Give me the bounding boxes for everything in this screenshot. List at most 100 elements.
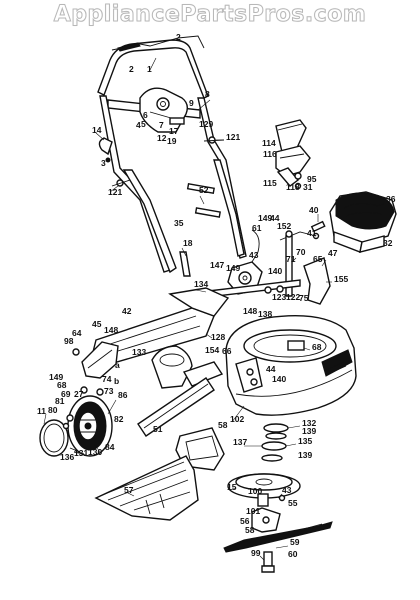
callout-c31: 31 — [303, 182, 313, 192]
callout-c99: 99 — [251, 548, 261, 558]
page-title: AppliancePartsPros.com — [53, 2, 367, 28]
callout-c130: 130 — [88, 447, 102, 457]
callout-c152: 152 — [277, 221, 291, 231]
callout-c68: 68 — [312, 342, 322, 352]
callout-c60: 60 — [288, 549, 298, 559]
callout-c132: 132 — [302, 418, 316, 428]
callout-c52: 52 — [199, 185, 209, 195]
callout-c71: 71 — [286, 254, 296, 264]
callout-c47: 47 — [328, 248, 338, 258]
callout-c7: 7 — [159, 120, 164, 130]
callout-c122: 122 — [286, 292, 300, 302]
callout-c101: 101 — [246, 506, 260, 516]
callout-c80: 80 — [48, 405, 58, 415]
callout-c133: 133 — [132, 347, 146, 357]
callout-c149a: 149 — [258, 213, 272, 223]
callout-c32: 32 — [383, 238, 393, 248]
callout-c115: 115 — [263, 178, 277, 188]
deck-bracket — [235, 357, 263, 393]
callout-c131: 131 — [74, 448, 88, 458]
callout-c14: 14 — [92, 125, 102, 135]
height-adjuster — [72, 341, 119, 396]
callout-c51: 51 — [153, 424, 163, 434]
callout-c147: 147 — [210, 260, 224, 270]
callout-c138: 138 — [258, 309, 272, 319]
callout-c3: 3 — [101, 158, 106, 168]
callout-c40: 40 — [309, 205, 319, 215]
callout-c43a: 43 — [249, 250, 259, 260]
callout-c74: 74 — [102, 374, 112, 384]
callout-c8: 8 — [205, 89, 210, 99]
callout-c135: 135 — [298, 436, 312, 446]
callout-c114: 114 — [262, 138, 276, 148]
callout-c84: 84 — [105, 442, 115, 452]
wheel-axle-parts — [62, 414, 85, 455]
drive-control-assembly — [275, 119, 311, 190]
mower-blade — [223, 521, 333, 553]
spindle-pulley — [227, 423, 301, 507]
callout-c58: 58 — [218, 420, 228, 430]
callout-c64: 64 — [72, 328, 82, 338]
callout-c121b: 121 — [108, 187, 122, 197]
callout-c35: 35 — [174, 218, 184, 228]
callout-c5: 5 — [141, 119, 146, 129]
callout-c149b: 149 — [226, 263, 240, 273]
callout-c17: 17 — [169, 126, 179, 136]
callout-c139a: 139 — [302, 426, 316, 436]
callout-c58b: 58 — [245, 525, 255, 535]
callout-c81: 81 — [55, 396, 65, 406]
callout-c129: 129 — [199, 119, 213, 129]
callout-c102: 102 — [230, 414, 244, 424]
callout-c4: 4 — [136, 120, 141, 130]
callout-c42: 42 — [122, 306, 132, 316]
handle-knob-left — [98, 137, 113, 163]
callout-c55: 55 — [288, 498, 298, 508]
callout-c134: 134 — [194, 279, 208, 289]
callout-c9: 9 — [189, 98, 194, 108]
callout-c6: 6 — [143, 110, 148, 120]
callout-c140b: 140 — [272, 374, 286, 384]
callout-c154: 154 — [205, 345, 219, 355]
callout-c27: 27 — [74, 389, 84, 399]
rear-flap — [137, 377, 215, 437]
engine-bolt — [310, 220, 326, 240]
blade-bolt — [261, 551, 275, 573]
callout-c2b: 2 — [129, 64, 134, 74]
callout-cb: b — [114, 376, 119, 386]
callout-c1: 1 — [147, 64, 152, 74]
callout-c116: 116 — [263, 149, 277, 159]
blade-adapter — [251, 507, 281, 533]
callout-c136: 136 — [60, 452, 74, 462]
callout-c45: 45 — [92, 319, 102, 329]
callout-c43b: 43 — [282, 485, 292, 495]
callout-c41: 41 — [307, 228, 317, 238]
callout-c123: 123 — [272, 292, 286, 302]
callout-c66: 66 — [222, 346, 232, 356]
callout-c18: 18 — [183, 238, 193, 248]
callout-c137: 137 — [233, 437, 247, 447]
mower-deck — [225, 315, 357, 416]
callout-c139b: 139 — [298, 450, 312, 460]
axle-bracket-right — [303, 257, 331, 305]
callout-c73: 73 — [104, 386, 114, 396]
callout-c149c: 149 — [49, 372, 63, 382]
callout-c128: 128 — [211, 332, 225, 342]
rear-wheel — [67, 395, 113, 457]
callout-c11: 11 — [37, 406, 46, 416]
callout-c98: 98 — [64, 336, 74, 346]
callout-c59: 59 — [290, 537, 300, 547]
wheel-cap — [39, 419, 69, 457]
grass-bag — [94, 455, 199, 521]
callout-c44a: 44 — [270, 213, 280, 223]
callout-c118: 118 — [286, 182, 300, 192]
callout-c86: 86 — [118, 390, 128, 400]
callout-c15: 15 — [227, 482, 237, 492]
callout-c19: 19 — [167, 136, 177, 146]
callout-c140a: 140 — [268, 266, 282, 276]
callout-c148b: 148 — [104, 325, 118, 335]
callout-c148a: 148 — [243, 306, 257, 316]
upper-handle — [97, 35, 247, 273]
handle-control-box — [139, 87, 189, 133]
callout-c155: 155 — [334, 274, 348, 284]
